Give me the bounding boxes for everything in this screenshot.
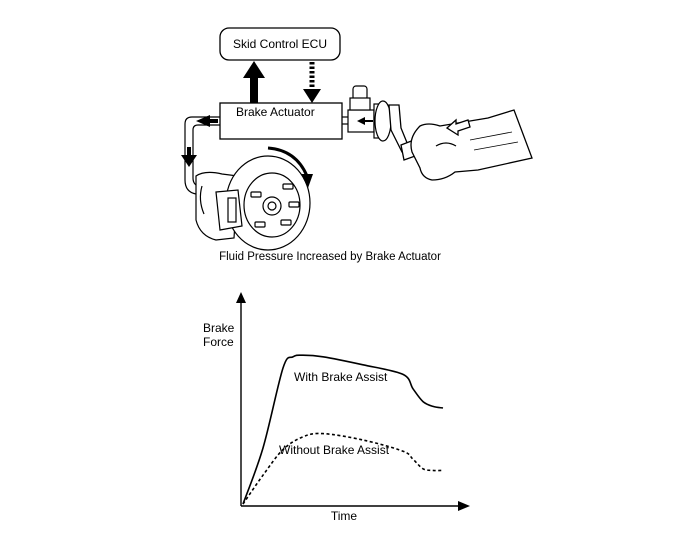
rotation-arrow — [267, 146, 313, 188]
disc-brake — [195, 155, 311, 251]
driver-foot — [410, 109, 533, 181]
master-cylinder — [342, 85, 392, 142]
series-with-brake-assist — [242, 354, 444, 505]
ecu-label: Skid Control ECU — [233, 37, 327, 51]
brake-system-diagram: Skid Control ECU Brake Actuator — [181, 27, 533, 263]
y-axis-arrowhead — [236, 292, 246, 303]
ecu-box — [219, 27, 341, 61]
diagram-caption: Fluid Pressure Increased by Brake Actuat… — [219, 251, 441, 263]
x-axis-arrowhead — [458, 501, 470, 511]
wheel-studs — [250, 183, 300, 228]
y-axis-label-line1: Brake — [203, 321, 235, 335]
signal-down-dashed-arrow — [303, 62, 321, 103]
actuator-flow-arrow — [357, 117, 373, 125]
y-axis-label-line2: Force — [203, 335, 234, 349]
actuator-box — [219, 102, 343, 140]
brake-force-chart: Brake Force Time With Brake Assist Witho… — [203, 292, 470, 523]
series-label-without: Without Brake Assist — [279, 443, 390, 457]
x-axis-label: Time — [331, 509, 358, 523]
signal-up-arrow — [243, 61, 265, 104]
foot-press-arrow — [445, 118, 471, 137]
series-label-with: With Brake Assist — [294, 370, 388, 384]
actuator-label: Brake Actuator — [236, 105, 315, 119]
